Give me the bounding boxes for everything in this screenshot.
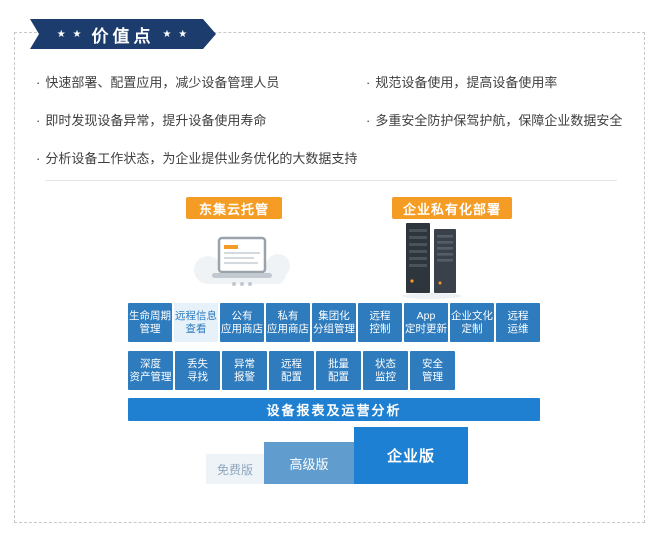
- feature-tile-line: 配置: [328, 370, 349, 383]
- feature-tile-line: 应用商店: [221, 322, 263, 335]
- feature-tile-line: 集团化: [318, 309, 350, 322]
- feature-tile-line: 定制: [461, 322, 483, 335]
- feature-tile: 远程信息 查看: [174, 303, 218, 342]
- feature-tile-line: 批量: [328, 357, 349, 370]
- bullet-marker: ·: [36, 151, 41, 166]
- feature-tile-line: 管理: [422, 370, 443, 383]
- feature-tile-line: 管理: [139, 322, 161, 335]
- feature-tile: 集团化 分组管理: [312, 303, 356, 342]
- feature-tile-line: 定时更新: [405, 322, 447, 335]
- feature-tile-line: 深度: [140, 357, 161, 370]
- value-point-text: 规范设备使用，提高设备使用率: [375, 75, 558, 90]
- feature-tile: 深度 资产管理: [128, 351, 173, 390]
- report-analysis-bar: 设备报表及运营分析: [128, 398, 540, 421]
- server-rack-illustration: [398, 221, 468, 306]
- feature-grid-row1: 生命周期 管理 远程信息 查看 公有 应用商店 私有 应用商店 集团化 分组管理…: [128, 303, 540, 342]
- feature-tile: App 定时更新: [404, 303, 448, 342]
- feature-tile: 企业文化 定制: [450, 303, 494, 342]
- value-points-right-column: · 规范设备使用，提高设备使用率 · 多重安全防护保驾护航，保障企业数据安全: [366, 72, 636, 148]
- feature-tile-line: 丢失: [187, 357, 208, 370]
- bullet-marker: ·: [36, 75, 41, 90]
- feature-tile-line: 分组管理: [313, 322, 355, 335]
- feature-tile-line: 远程: [507, 309, 529, 322]
- tier-enterprise-button[interactable]: 企业版: [354, 427, 468, 484]
- feature-tile-line: 远程信息: [175, 309, 217, 322]
- value-point-text: 即时发现设备异常，提升设备使用寿命: [45, 113, 267, 128]
- server-tower-icon: [402, 223, 462, 299]
- feature-tile-line: App: [416, 309, 436, 322]
- value-point-text: 分析设备工作状态，为企业提供业务优化的大数据支持: [45, 151, 358, 166]
- feature-tile: 私有 应用商店: [266, 303, 310, 342]
- feature-tile-line: 异常: [234, 357, 255, 370]
- feature-tile: 公有 应用商店: [220, 303, 264, 342]
- feature-tile: 状态 监控: [363, 351, 408, 390]
- laptop-icon: [212, 236, 272, 286]
- bullet-marker: ·: [36, 113, 41, 128]
- feature-tile-line: 远程: [369, 309, 391, 322]
- feature-tile: 异常 报警: [222, 351, 267, 390]
- dashed-border-frame: [14, 32, 645, 523]
- value-point-text: 多重安全防护保驾护航，保障企业数据安全: [375, 113, 623, 128]
- feature-tile: 丢失 寻找: [175, 351, 220, 390]
- value-point: · 即时发现设备异常，提升设备使用寿命: [36, 110, 356, 129]
- feature-tile: 生命周期 管理: [128, 303, 172, 342]
- bullet-marker: ·: [366, 113, 371, 128]
- feature-tile-line: 企业文化: [451, 309, 493, 322]
- feature-tile: 批量 配置: [316, 351, 361, 390]
- feature-tile-line: 运维: [507, 322, 529, 335]
- value-point: · 多重安全防护保驾护航，保障企业数据安全: [366, 110, 636, 129]
- feature-tile-line: 配置: [281, 370, 302, 383]
- feature-tile: 安全 管理: [410, 351, 455, 390]
- feature-tile-line: 私有: [277, 309, 299, 322]
- value-points-left-column: · 快速部署、配置应用，减少设备管理人员 · 即时发现设备异常，提升设备使用寿命 ·…: [36, 72, 358, 186]
- private-deployment-badge[interactable]: 企业私有化部署: [392, 197, 512, 219]
- value-point-text: 快速部署、配置应用，减少设备管理人员: [45, 75, 280, 90]
- feature-tile-line: 寻找: [187, 370, 208, 383]
- bullet-marker: ·: [366, 75, 371, 90]
- feature-tile: 远程 运维: [496, 303, 540, 342]
- feature-tile: 远程 配置: [269, 351, 314, 390]
- feature-tile-line: 控制: [369, 322, 391, 335]
- stars-icon: ★ ★: [56, 28, 84, 40]
- tier-free-button[interactable]: 免费版: [206, 454, 264, 484]
- feature-grid-row2: 深度 资产管理 丢失 寻找 异常 报警 远程 配置 批量 配置 状态 监控 安全…: [128, 351, 455, 390]
- value-point: · 快速部署、配置应用，减少设备管理人员: [36, 72, 356, 91]
- section-title-ribbon: ★ ★ 价值点 ★ ★: [30, 19, 216, 49]
- feature-tile-line: 资产管理: [129, 370, 172, 383]
- feature-tile: 远程 控制: [358, 303, 402, 342]
- feature-tile-line: 公有: [231, 309, 253, 322]
- value-point: · 分析设备工作状态，为企业提供业务优化的大数据支持: [36, 148, 358, 167]
- tier-advanced-button[interactable]: 高级版: [264, 442, 354, 484]
- feature-tile-line: 应用商店: [267, 322, 309, 335]
- section-title: 价值点: [91, 26, 155, 46]
- feature-tile-line: 报警: [234, 370, 255, 383]
- feature-tile-line: 远程: [281, 357, 302, 370]
- cloud-hosting-badge[interactable]: 东集云托管: [186, 197, 282, 219]
- value-point: · 规范设备使用，提高设备使用率: [366, 72, 636, 91]
- feature-tile-line: 生命周期: [129, 309, 171, 322]
- feature-tile-line: 查看: [185, 322, 207, 335]
- feature-tile-line: 状态: [375, 357, 396, 370]
- feature-tile-line: 监控: [375, 370, 396, 383]
- cloud-laptop-illustration: [186, 224, 298, 305]
- feature-tile-line: 安全: [422, 357, 443, 370]
- horizontal-divider: [45, 180, 617, 181]
- stars-icon: ★ ★: [162, 28, 190, 40]
